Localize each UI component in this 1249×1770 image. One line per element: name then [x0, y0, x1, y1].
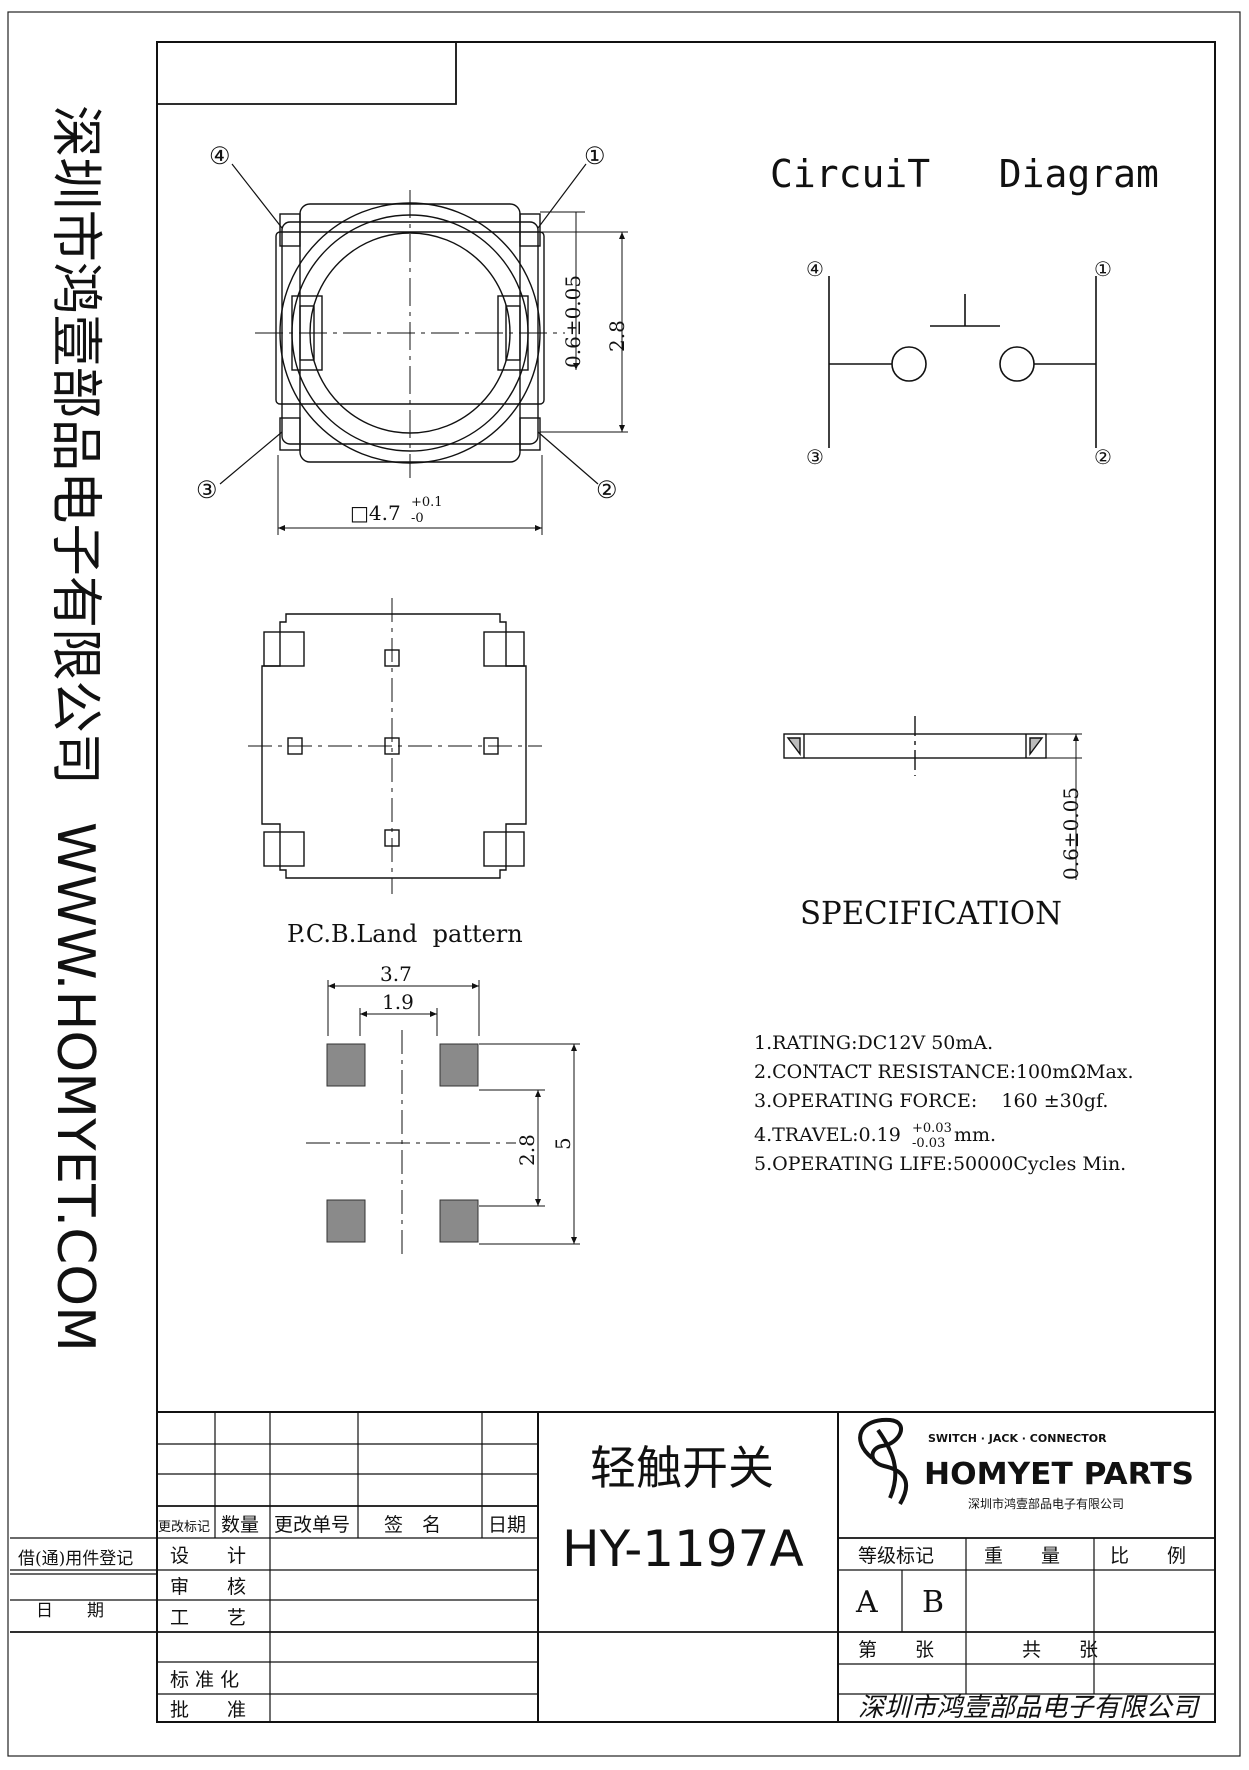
top-view-width-dimension: [277, 455, 543, 535]
spec-travel-tol-minus: -0.03: [912, 1136, 945, 1151]
rev-header-signature: 签 名: [384, 1514, 441, 1536]
top-height-dim-label: 0.6±0.05: [561, 275, 585, 368]
logo-name: HOMYET PARTS: [924, 1457, 1194, 1492]
grade-label: 等级标记: [858, 1545, 934, 1567]
top-view-pin-labels: ④ ① ③ ②: [196, 142, 618, 504]
circuit-pin-2-label: ②: [1094, 445, 1112, 469]
specification-list: 1.RATING:DC12V 50mA. 2.CONTACT RESISTANC…: [754, 1032, 1134, 1175]
rev-header-mark: 更改标记: [158, 1520, 210, 1535]
spec-travel-unit: mm.: [954, 1124, 996, 1146]
approval-roles: 设 计 审 核 工 艺 标 准 化 批 准: [170, 1545, 246, 1721]
pcb-total-dim-label: 5: [551, 1137, 575, 1150]
top-width-dim-label: □4.7: [350, 501, 401, 525]
model-number: HY-1197A: [562, 1520, 804, 1578]
spec-item-5: 5.OPERATING LIFE:50000Cycles Min.: [754, 1153, 1126, 1175]
pcb-inner-dim-label: 1.9: [382, 990, 414, 1014]
bottom-view-centerlines: [248, 598, 542, 894]
corner-box: [157, 42, 457, 105]
rev-header-change-no: 更改单号: [274, 1514, 350, 1536]
circuit-schematic: [828, 276, 1097, 448]
spec-item-4: 4.TRAVEL:0.19: [754, 1124, 901, 1146]
circuit-pin-3-label: ③: [806, 445, 824, 469]
top-width-tol-plus: +0.1: [411, 495, 443, 510]
top-pin-3-label: ③: [196, 476, 218, 504]
rev-header-date: 日期: [488, 1514, 526, 1536]
product-name: 轻触开关: [590, 1441, 774, 1495]
spec-item-2: 2.CONTACT RESISTANCE:100mΩMax.: [754, 1061, 1134, 1083]
register-date-label: 日 期: [36, 1601, 104, 1621]
pcb-pitch-dim-label: 2.8: [515, 1134, 539, 1166]
top-width-tol-minus: -0: [411, 511, 424, 526]
side-height-dim-label: 0.6±0.05: [1059, 787, 1083, 880]
top-view-height-dimensions: [540, 211, 628, 433]
company-signature: 深圳市鸿壹部品电子有限公司: [858, 1693, 1201, 1723]
spec-item-3: 3.OPERATING FORCE: 160 ±30gf.: [754, 1090, 1108, 1112]
drawing-frame: [156, 41, 1216, 1723]
role-design: 设 计: [170, 1545, 246, 1567]
side-company-text: 深圳市鸿壹部品电子有限公司: [45, 105, 105, 785]
pcb-pad-bottom-right: [439, 1199, 479, 1243]
specification-heading: SPECIFICATION: [800, 894, 1062, 932]
role-approve: 批 准: [170, 1699, 246, 1721]
logo-tagline: SWITCH · JACK · CONNECTOR: [928, 1432, 1107, 1445]
top-view-leaders: [219, 163, 599, 485]
grade-b: B: [922, 1585, 944, 1620]
role-review: 审 核: [170, 1576, 246, 1598]
grade-a: A: [855, 1585, 878, 1620]
title-block-grid: [10, 1411, 1215, 1722]
logo-swirl-icon: [858, 1417, 908, 1506]
register-label: 借(通)用件登记: [18, 1549, 133, 1569]
pcb-pad-top-left: [326, 1043, 366, 1087]
pcb-pads: [326, 1043, 479, 1243]
top-pin-4-label: ④: [209, 142, 231, 170]
left-register: 借(通)用件登记 日 期: [18, 1549, 133, 1621]
pcb-pad-bottom-left: [326, 1199, 366, 1243]
pcb-centerlines: [306, 1030, 516, 1256]
scale-label: 比 例: [1110, 1545, 1186, 1567]
circuit-diagram-title: CircuiT Diagram: [770, 152, 1159, 196]
spec-travel-tol-plus: +0.03: [912, 1121, 952, 1136]
circuit-pin-labels: ④ ① ③ ②: [806, 257, 1112, 469]
sheet-total-label: 共 张: [1022, 1639, 1098, 1661]
logo-company: 深圳市鸿壹部品电子有限公司: [968, 1496, 1124, 1511]
pcb-dimension-lines: [327, 980, 580, 1245]
homyet-logo: SWITCH · JACK · CONNECTOR HOMYET PARTS 深…: [858, 1417, 1194, 1511]
role-process: 工 艺: [170, 1607, 246, 1629]
weight-label: 重 量: [984, 1545, 1060, 1567]
side-view-drawing: [783, 716, 1082, 880]
pcb-pad-top-right: [439, 1043, 479, 1087]
pcb-outer-dim-label: 3.7: [380, 962, 412, 986]
circuit-pin-4-label: ④: [806, 257, 824, 281]
top-pin-1-label: ①: [584, 142, 606, 170]
outer-border: [7, 11, 1241, 1757]
pcb-land-pattern-label: P.C.B.Land pattern: [287, 920, 523, 948]
spec-item-1: 1.RATING:DC12V 50mA.: [754, 1032, 993, 1054]
top-pitch-dim-label: 2.8: [605, 320, 629, 352]
title-block-right-cells: 等级标记 重 量 比 例 A B 第 张 共 张 深圳市鸿壹部品电子有限公司: [855, 1545, 1201, 1723]
side-url-text: WWW.HOMYET.COM: [45, 822, 105, 1352]
top-view-centerlines: [255, 190, 565, 478]
circuit-pin-1-label: ①: [1094, 257, 1112, 281]
role-standard: 标 准 化: [170, 1669, 239, 1691]
revision-headers: 更改标记 数量 更改单号 签 名 日期: [158, 1514, 526, 1536]
sheet-number-label: 第 张: [858, 1639, 934, 1661]
rev-header-qty: 数量: [221, 1514, 259, 1536]
top-pin-2-label: ②: [596, 476, 618, 504]
